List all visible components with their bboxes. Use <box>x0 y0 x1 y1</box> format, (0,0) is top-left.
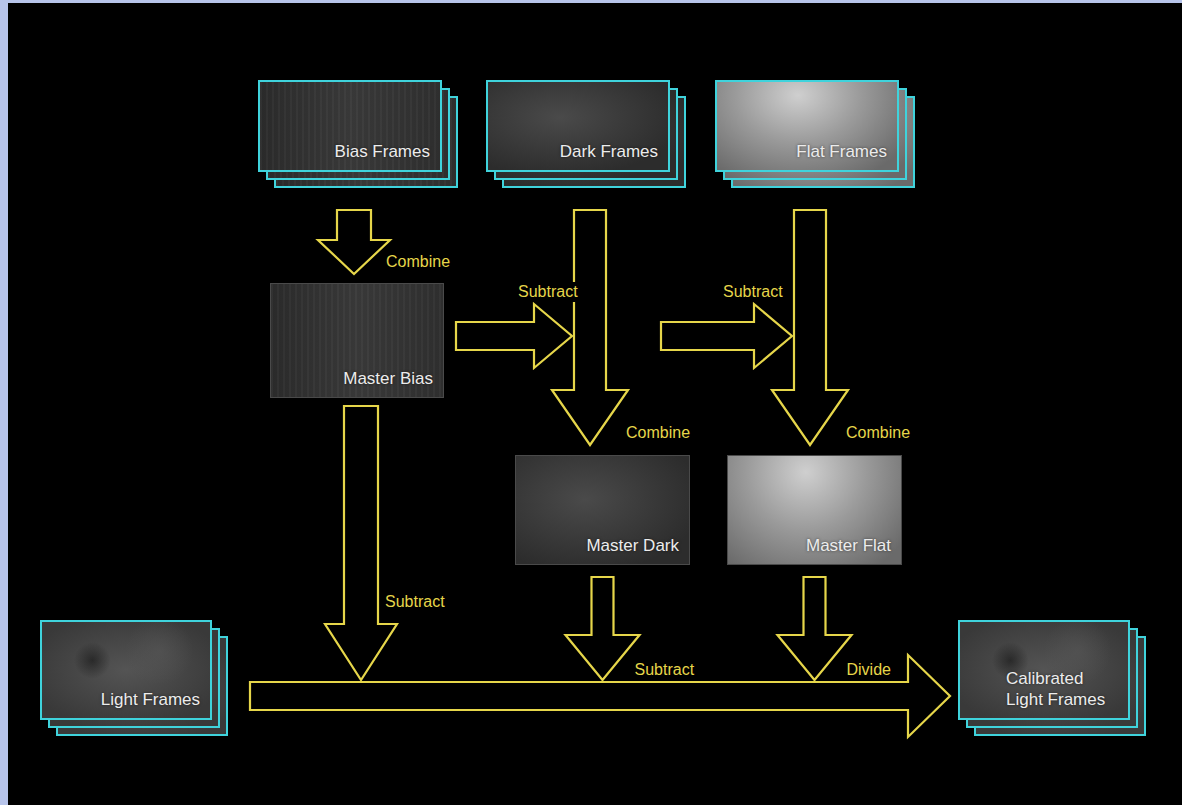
block-arrow <box>325 406 397 680</box>
block-arrow <box>778 577 852 680</box>
arrow-outline <box>456 304 572 368</box>
block-arrow <box>318 210 390 274</box>
edge-label: Subtract <box>516 282 580 302</box>
frame-label: Bias Frames <box>335 141 430 162</box>
arrow-outline <box>772 210 848 445</box>
frame-label: Flat Frames <box>796 141 887 162</box>
frame-label: Master Dark <box>586 535 679 556</box>
master-dark-box: Master Dark <box>515 455 690 565</box>
calibrated-frames-box: Calibrated Light Frames <box>958 620 1130 720</box>
edge-label: Combine <box>844 423 912 443</box>
block-arrow <box>552 210 628 445</box>
block-arrow <box>456 304 572 368</box>
dark-frames-box: Dark Frames <box>486 80 670 172</box>
arrow-outline <box>661 304 792 368</box>
arrow-outline <box>778 577 852 680</box>
arrow-outline <box>552 210 628 445</box>
edge-label: Combine <box>624 423 692 443</box>
edge-label: Combine <box>384 252 452 272</box>
block-arrow <box>661 304 792 368</box>
block-arrow <box>772 210 848 445</box>
flat-frames-box: Flat Frames <box>715 80 899 172</box>
frame-label: Dark Frames <box>560 141 658 162</box>
bias-frames-box: Bias Frames <box>258 80 442 172</box>
arrow-outline <box>566 577 640 680</box>
frame-label: Calibrated Light Frames <box>1006 668 1118 710</box>
master-flat-box: Master Flat <box>727 455 902 565</box>
frame-label: Light Frames <box>101 689 200 710</box>
edge-label: Subtract <box>633 660 697 680</box>
edge-label: Subtract <box>721 282 785 302</box>
edge-label: Subtract <box>383 592 447 612</box>
master-bias-box: Master Bias <box>270 283 444 398</box>
edge-label: Divide <box>845 660 893 680</box>
frame-label: Master Bias <box>343 368 433 389</box>
arrow-outline <box>318 210 390 274</box>
block-arrow <box>566 577 640 680</box>
frame-label: Master Flat <box>806 535 891 556</box>
arrow-outline <box>325 406 397 680</box>
light-frames-box: Light Frames <box>40 620 212 720</box>
